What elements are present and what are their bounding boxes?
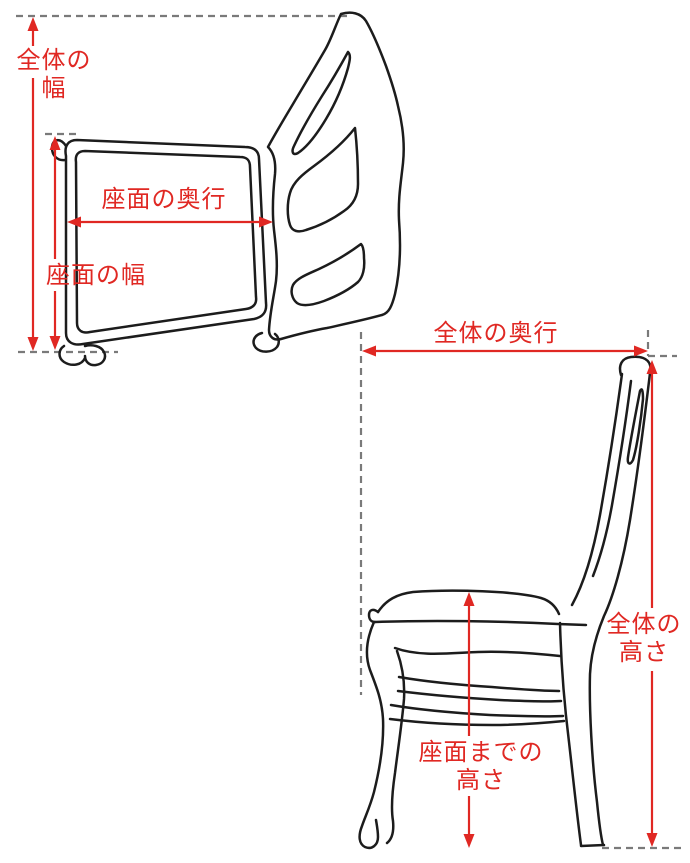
seat-front-foot-curl — [83, 344, 107, 367]
back-post-inner-line — [591, 379, 633, 578]
seat-height-label-line1: 座面までの — [418, 738, 544, 766]
overall-depth-arrow — [362, 345, 648, 357]
stretcher-upper-bottom-line — [396, 689, 563, 703]
back-post-cap — [618, 355, 652, 377]
seat-width-arrow — [49, 136, 61, 350]
front-leg-outer-edge — [358, 620, 385, 850]
stretcher-lower-top-line — [389, 703, 565, 718]
back-cutout-upper — [291, 50, 352, 156]
seat-depth-label-text: 座面の奥行 — [101, 185, 227, 213]
seat-height-label-line2: 高さ — [456, 766, 506, 794]
seat-width-label-text: 座面の幅 — [46, 261, 146, 289]
chair-top-view-drawing — [50, 11, 406, 367]
seat-depth-arrow — [67, 216, 273, 228]
overall-height-label: 全体の 高さ — [604, 610, 684, 666]
overall-width-label-line1: 全体の — [16, 46, 92, 74]
seat-inner-line-top-view — [74, 149, 258, 334]
overall-depth-label-text: 全体の奥行 — [433, 319, 559, 347]
back-cutout-middle — [286, 126, 360, 233]
seat-bottom-line — [373, 619, 588, 627]
overall-height-arrow — [646, 360, 658, 847]
seat-front-foot — [58, 344, 87, 367]
seat-height-arrow — [463, 592, 475, 848]
back-foot — [252, 331, 280, 353]
overall-width-label-line2: 幅 — [41, 74, 67, 102]
seat-height-label: 座面までの 高さ — [415, 738, 547, 794]
back-post-cutout — [626, 388, 645, 465]
seat-width-label: 座面の幅 — [41, 261, 151, 289]
overall-depth-label: 全体の奥行 — [431, 319, 561, 347]
chair-side-view-drawing — [358, 355, 652, 850]
back-post-front-edge — [570, 372, 624, 607]
seat-depth-label: 座面の奥行 — [97, 185, 231, 213]
seat-top-profile — [376, 589, 561, 616]
overall-width-arrow — [27, 17, 39, 351]
top-view-guide-lines — [16, 14, 347, 354]
stretcher-upper-top-line — [397, 675, 561, 693]
seat-outline-top-view — [64, 138, 268, 346]
front-leg-inner-edge — [385, 649, 406, 845]
back-post-rear-edge — [588, 371, 652, 847]
rear-leg-front-edge — [558, 621, 583, 847]
seat-front-tip — [367, 608, 380, 624]
apron-rail — [393, 646, 562, 658]
overall-height-label-line2: 高さ — [619, 638, 669, 666]
chair-back-outline-top-view — [266, 11, 406, 341]
measurement-arrows — [27, 17, 658, 848]
overall-width-label: 全体の 幅 — [10, 46, 98, 102]
overall-height-label-line1: 全体の — [606, 610, 682, 638]
back-cutout-lower — [290, 242, 366, 307]
rear-leg-foot — [579, 843, 606, 848]
stretcher-lower-bottom-line — [388, 717, 566, 727]
side-view-guide-lines — [359, 330, 686, 850]
